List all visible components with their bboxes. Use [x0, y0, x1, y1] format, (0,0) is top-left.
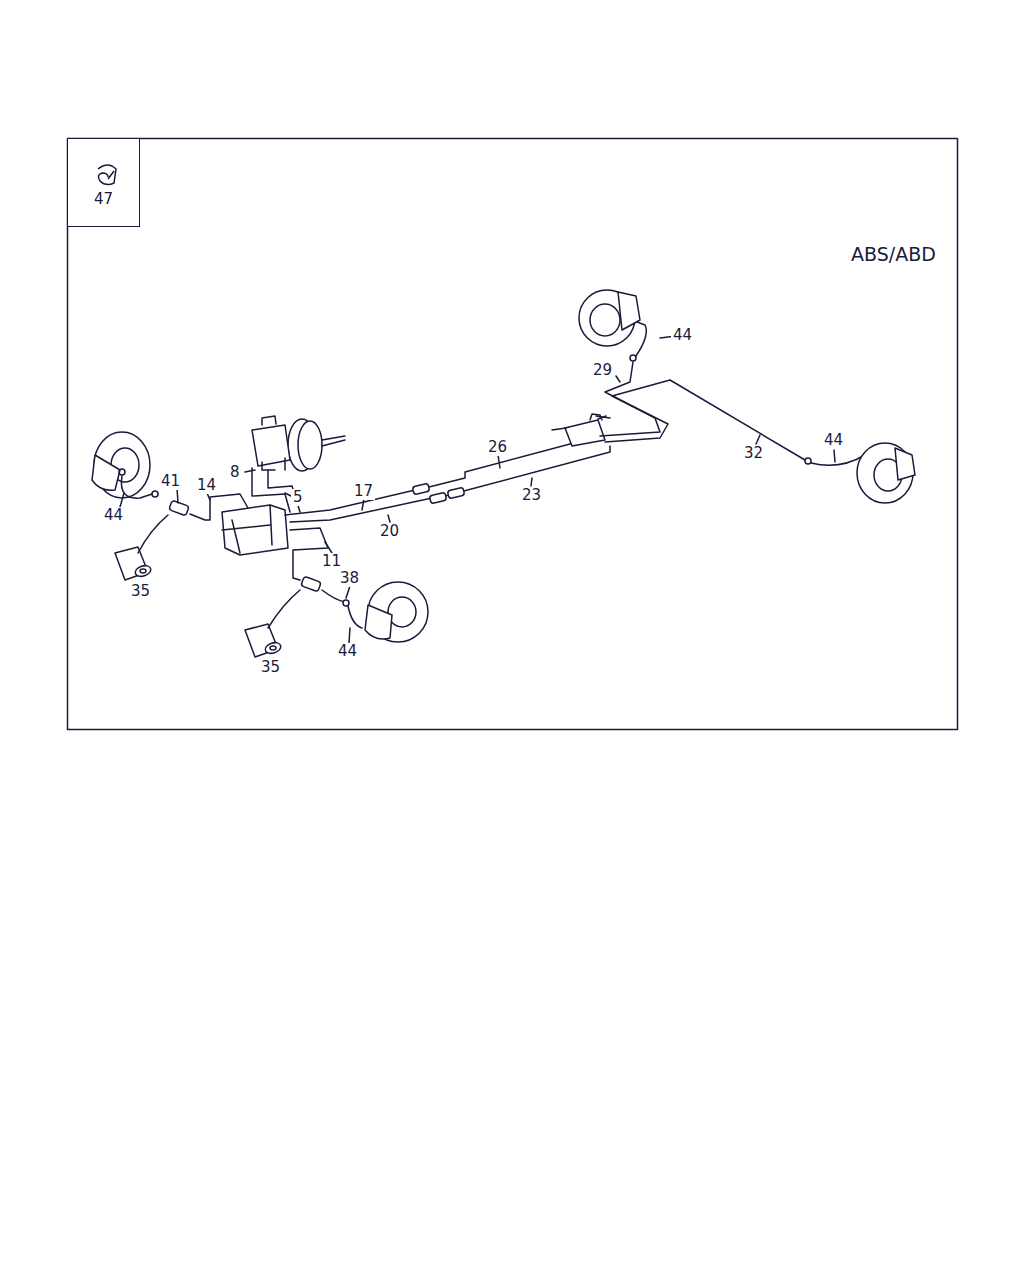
callout-number: 8	[228, 464, 242, 481]
callout-number: 47	[68, 191, 139, 208]
callout-number: 35	[259, 659, 282, 676]
system-label: ABS/ABD	[849, 243, 938, 265]
callout-number: 23	[520, 487, 543, 504]
sleeve	[245, 624, 282, 657]
callout-number: 44	[336, 643, 359, 660]
clip-icon	[68, 139, 141, 228]
callout-number: 35	[129, 583, 152, 600]
brake-disc	[857, 443, 915, 503]
frame	[68, 139, 958, 730]
callout-number: 26	[486, 439, 509, 456]
brake-disc	[92, 432, 150, 498]
valve	[552, 414, 610, 446]
callout-number: 44	[671, 327, 694, 344]
callout-number: 41	[159, 473, 182, 490]
callout-number: 17	[352, 483, 375, 500]
callout-number: 11	[320, 553, 343, 570]
callout-number: 29	[591, 362, 614, 379]
brake-disc	[365, 582, 428, 642]
callout-number: 14	[195, 477, 218, 494]
legend-box: 47	[67, 138, 140, 227]
brake-booster	[252, 416, 345, 471]
callout-number: 5	[291, 489, 305, 506]
sleeve	[115, 547, 152, 580]
callout-number: 44	[102, 507, 125, 524]
callout-number: 44	[822, 432, 845, 449]
brake-disc	[579, 290, 640, 346]
callout-number: 20	[378, 523, 401, 540]
callout-number: 38	[338, 570, 361, 587]
abs-unit	[222, 505, 288, 555]
callout-number: 32	[742, 445, 765, 462]
